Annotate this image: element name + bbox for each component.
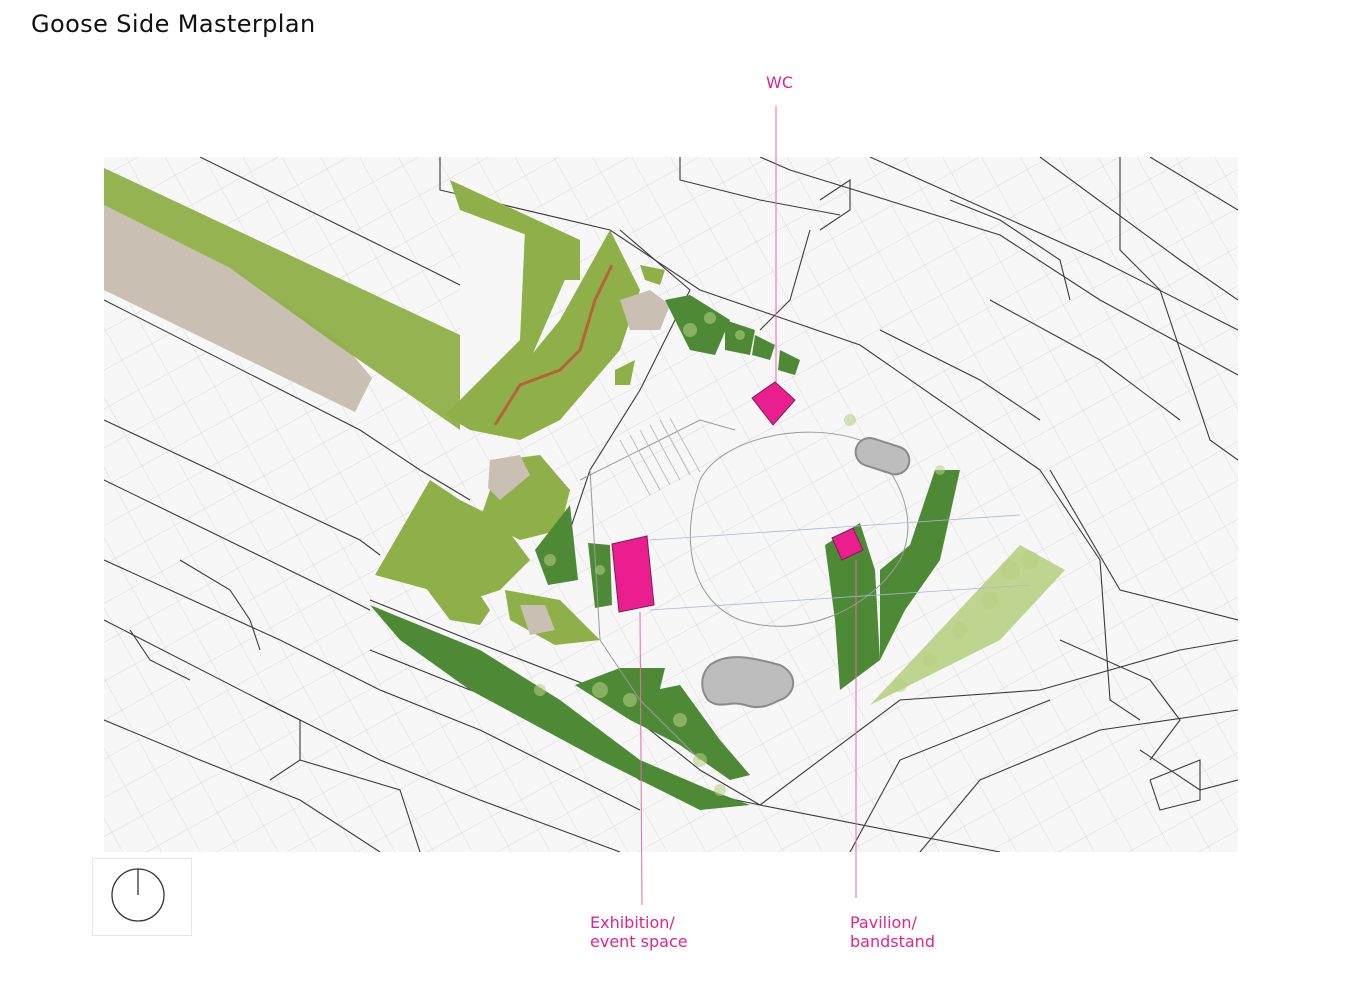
pavilion-label-line1: Pavilion/ <box>850 913 917 932</box>
plaza-outlines <box>579 419 909 761</box>
exhibition-building <box>611 535 655 613</box>
green-block-north <box>470 230 640 440</box>
north-arrow-box <box>92 858 192 936</box>
green-block-west-3 <box>420 580 490 625</box>
red-path <box>493 264 614 426</box>
paving-grey-area <box>104 205 372 412</box>
pavilion-label: Pavilion/ bandstand <box>850 913 935 951</box>
green-block-3 <box>615 360 635 385</box>
green-block-west-4 <box>505 590 600 645</box>
green-block-2 <box>640 265 665 285</box>
page-title: Goose Side Masterplan <box>31 10 316 38</box>
wc-label: WC <box>766 73 793 92</box>
grey-block-1 <box>620 290 670 330</box>
map-base <box>104 157 1238 852</box>
pavilion-building <box>831 527 864 561</box>
north-arrow-icon <box>111 868 165 922</box>
exhibition-label-line2: event space <box>590 932 688 951</box>
exhibition-label: Exhibition/ event space <box>590 913 688 951</box>
tree-dots <box>534 312 1039 796</box>
street-outlines <box>104 157 1238 852</box>
pavilion-label-line2: bandstand <box>850 932 935 951</box>
wc-building <box>751 381 796 426</box>
callout-lines <box>639 106 857 906</box>
green-strip-middle <box>445 230 580 430</box>
exhibition-label-line1: Exhibition/ <box>590 913 675 932</box>
green-strip-top-left <box>104 168 460 430</box>
pale-green-band <box>870 545 1065 705</box>
water-feature-north <box>854 436 911 476</box>
grey-block-2 <box>488 455 530 500</box>
green-block-west <box>375 480 530 600</box>
grey-block-3 <box>520 605 555 635</box>
paving-white-cut <box>460 190 530 392</box>
water-feature-south <box>701 656 795 709</box>
plaza-steps <box>619 417 701 496</box>
sightlines <box>649 514 1031 611</box>
